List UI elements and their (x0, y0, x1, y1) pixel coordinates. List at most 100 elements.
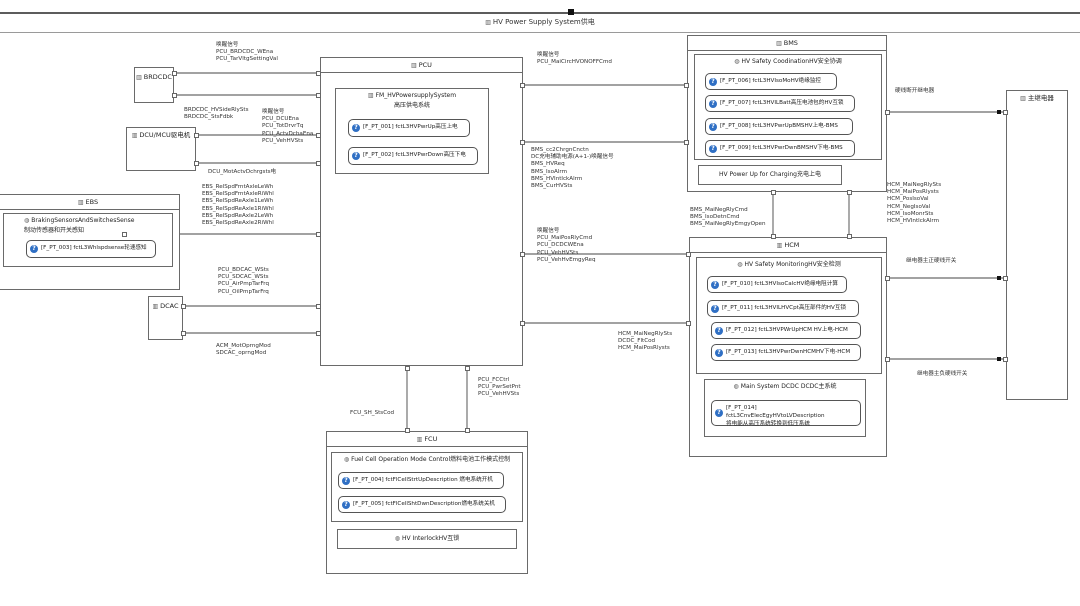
diagram-frame-title: ▥HV Power Supply System供电 (0, 9, 1080, 33)
fcu-interlock-group[interactable]: ◍HV InterlockHV互锁 (337, 529, 517, 549)
port (1003, 357, 1008, 362)
signal-label: FCU_SH_StsCod (350, 410, 395, 416)
function-f-pt-001[interactable]: ?[F_PT_001] fctL3HVPwrUp高压上电 (348, 119, 470, 137)
hcm-dcdc-group[interactable]: ◍Main System DCDC DCDC主系统 ?[F_PT_014] fc… (704, 379, 866, 437)
bms-charging-group[interactable]: HV Power Up for Charging充电上电 (698, 165, 842, 185)
port (684, 83, 689, 88)
ebs-sub-title: BrakingSensorsAndSwitchesSense (31, 217, 135, 224)
block-icon: ▥ (136, 74, 142, 81)
hcm-hv-monitor-group[interactable]: ◍HV Safety MonitoringHV安全检测 ?[F_PT_010] … (696, 257, 882, 374)
function-label: [F_PT_001] fctL3HVPwrUp高压上电 (363, 124, 458, 130)
function-f-pt-006[interactable]: ?[F_PT_006] fctL3HVIsoMoHV绝缘监控 (705, 73, 837, 90)
block-icon: ▥ (411, 62, 417, 69)
function-f-pt-005[interactable]: ?[F_PT_005] fctFlCellShtDwnDescription燃电… (338, 496, 506, 513)
port (405, 428, 410, 433)
port (771, 234, 776, 239)
function-icon: ? (342, 476, 350, 485)
main-relay-block[interactable]: ▥主继电器 (1006, 90, 1068, 400)
arrow-head-icon (997, 357, 1001, 361)
port (1003, 276, 1008, 281)
function-f-pt-003[interactable]: ?[F_PT_003] fctL3Whlspdsense轮速感知 (26, 240, 156, 258)
ebs-sub-title-cn: 制动传感器和开关感知 (24, 227, 85, 234)
function-group-icon: ◍ (734, 58, 740, 65)
function-icon: ? (709, 99, 717, 108)
port (1003, 110, 1008, 115)
block-icon: ▥ (77, 199, 84, 206)
function-group-icon: ◍ (394, 535, 400, 542)
function-f-pt-008[interactable]: ?[F_PT_008] fctL3HVPwrUpBMSHV上电-BMS (705, 118, 853, 135)
function-label: [F_PT_008] fctL3HVPwrUpBMSHV上电-BMS (720, 123, 838, 129)
fcu-block[interactable]: ▥FCU ◍Fuel Cell Operation Mode Control燃料… (326, 431, 528, 574)
signal-label: 硬线断开继电器 (895, 88, 935, 94)
port (465, 366, 470, 371)
arrow-head-icon (997, 276, 1001, 280)
dcu-block[interactable]: ▥DCU/MCU驱电机 (126, 127, 196, 171)
function-label: [F_PT_009] fctL3HVPwrDwnBMSHV下电-BMS (720, 145, 843, 151)
function-icon: ? (709, 144, 717, 153)
function-f-pt-002[interactable]: ?[F_PT_002] fctL3HVPwrDown高压下电 (348, 147, 478, 165)
signal-label: 唤醒信号 PCU_MaiPosRlyCmd PCU_DCDCWEna PCU_V… (537, 228, 596, 263)
port (181, 304, 186, 309)
port (316, 133, 321, 138)
function-icon: ? (709, 122, 717, 131)
port (181, 331, 186, 336)
function-label: [F_PT_010] fctL3HVIsoCalcHV绝缘电阻计算 (722, 281, 838, 287)
signal-label: 唤醒信号 PCU_BRDCDC_WEna PCU_TarVltgSettingV… (216, 42, 278, 63)
port (122, 232, 127, 237)
frame-handle-icon[interactable] (568, 9, 574, 15)
signal-label: HCM_MaiNegRlySts HCM_MaiPosRlysts HCM_Po… (887, 182, 942, 225)
function-label: [F_PT_006] fctL3HVIsoMoHV绝缘监控 (720, 78, 822, 84)
port (405, 366, 410, 371)
function-f-pt-010[interactable]: ?[F_PT_010] fctL3HVIsoCalcHV绝缘电阻计算 (707, 276, 847, 293)
dcac-block[interactable]: ▥DCAC (148, 296, 183, 340)
bms-block[interactable]: ▥BMS ◍HV Safety CoodinationHV安全协调 ?[F_PT… (687, 35, 887, 192)
port (771, 190, 776, 195)
function-f-pt-009[interactable]: ?[F_PT_009] fctL3HVPwrDwnBMSHV下电-BMS (705, 140, 855, 157)
function-group-icon: ◍ (737, 261, 743, 268)
fcu-interlock-label: HV InterlockHV互锁 (401, 535, 460, 542)
port (172, 93, 177, 98)
port (520, 140, 525, 145)
signal-label: EBS_RelSpdFrntAxleLeWh EBS_RelSpdFrntAxl… (202, 184, 274, 227)
signal-label: 唤醒信号 PCU_MaiCircHVONOFFCmd (537, 52, 612, 66)
pcu-hv-supply-group[interactable]: ▥FM_HVPowersupplySystem 高压供电系统 ?[F_PT_001… (335, 88, 489, 174)
fcu-sub-title: Fuel Cell Operation Mode Control燃料电池工作模式… (351, 456, 511, 463)
signal-label: 唤醒信号 PCU_DCUEna PCU_TotDrvrTq PCU_ActvDc… (262, 109, 314, 144)
port (194, 161, 199, 166)
bms-hv-safety-group[interactable]: ◍HV Safety CoodinationHV安全协调 ?[F_PT_006]… (694, 54, 882, 160)
signal-label: BMS_cc2ChrgnCnctn DC充电辅助电源(A+1-)唤醒信号 BMS… (531, 147, 614, 190)
function-f-pt-007[interactable]: ?[F_PT_007] fctL3HVILBatt高压电池包的HV互锁 (705, 95, 855, 112)
brdcdc-block[interactable]: ▥BRDCDC (134, 67, 174, 103)
function-icon: ? (352, 124, 360, 132)
function-f-pt-013[interactable]: ?[F_PT_013] fctL3HVPwrDwnHCMHV下电-HCM (711, 344, 861, 361)
function-icon: ? (715, 326, 723, 335)
function-f-pt-004[interactable]: ?[F_PT_004] fctFlCellStrtUpDescription 燃… (338, 472, 504, 489)
port (316, 232, 321, 237)
block-icon: ▥ (416, 436, 423, 443)
function-label: [F_PT_003] fctL3Whlspdsense轮速感知 (41, 245, 147, 251)
port (885, 276, 890, 281)
signal-label: BMS_MaiNegRlyCmd BMS_IsoDetnCmd BMS_MaiN… (690, 207, 766, 228)
function-group-icon: ▥ (367, 92, 374, 99)
port (520, 83, 525, 88)
port (172, 71, 177, 76)
block-icon: ▥ (152, 303, 159, 310)
function-f-pt-012[interactable]: ?[F_PT_012] fctL3HVPWrUpHCM HV上电-HCM (711, 322, 861, 339)
bms-charging-label: HV Power Up for Charging充电上电 (719, 171, 821, 178)
fcu-operation-group[interactable]: ◍Fuel Cell Operation Mode Control燃料电池工作模… (331, 452, 523, 522)
block-icon: ▥ (485, 19, 491, 26)
block-icon: ▥ (1020, 95, 1026, 102)
function-f-pt-011[interactable]: ?[F_PT_011] fctL3HVILHVCpt高压部件的HV互锁 (707, 300, 859, 317)
pcu-sub-title-cn: 高压供电系统 (393, 102, 430, 109)
pcu-sub-title: FM_HVPowersupplySystem (375, 92, 457, 99)
function-f-pt-014[interactable]: ?[F_PT_014] fctL3CnvElecEgyHVtoLVDescrip… (711, 400, 861, 427)
hcm-block[interactable]: ▥HCM ◍HV Safety MonitoringHV安全检测 ?[F_PT_… (689, 237, 887, 457)
port (316, 71, 321, 76)
bms-sub-title: HV Safety CoodinationHV安全协调 (741, 58, 842, 65)
function-label: [F_PT_013] fctL3HVPwrDwnHCMHV下电-HCM (726, 349, 851, 355)
dcac-label: DCAC (160, 302, 179, 310)
